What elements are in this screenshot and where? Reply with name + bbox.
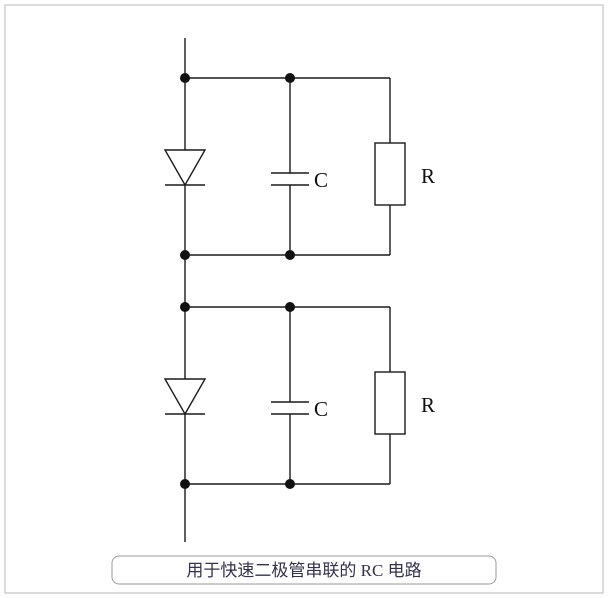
caption-text: 用于快速二极管串联的 RC 电路	[186, 561, 421, 580]
junction-dot	[180, 302, 190, 312]
junction-dot	[285, 479, 295, 489]
junction-dot	[285, 73, 295, 83]
resistor-body	[374, 371, 406, 435]
rc-snubber-circuit-lower: C R	[163, 302, 435, 489]
junction-dot	[180, 250, 190, 260]
capacitor-label: C	[314, 397, 328, 421]
resistor-body	[374, 142, 406, 206]
resistor-label: R	[421, 393, 435, 417]
resistor-branch: R	[374, 78, 435, 255]
caption-box	[111, 555, 497, 585]
rc-snubber-circuit-upper: C R	[163, 73, 435, 260]
junction-dot	[285, 250, 295, 260]
capacitor-branch: C	[271, 78, 328, 255]
figure-caption: 用于快速二极管串联的 RC 电路	[111, 555, 497, 585]
resistor-label: R	[421, 164, 435, 188]
resistor-branch: R	[374, 307, 435, 484]
diode-symbol	[163, 149, 207, 187]
diode-anode-triangle	[163, 378, 207, 416]
junction-dot	[180, 479, 190, 489]
junction-dot	[285, 302, 295, 312]
figure-border	[4, 4, 604, 594]
capacitor-branch: C	[271, 307, 328, 484]
junction-dot	[180, 73, 190, 83]
diode-anode-triangle	[163, 149, 207, 187]
capacitor-label: C	[314, 168, 328, 192]
diode-symbol	[163, 378, 207, 416]
